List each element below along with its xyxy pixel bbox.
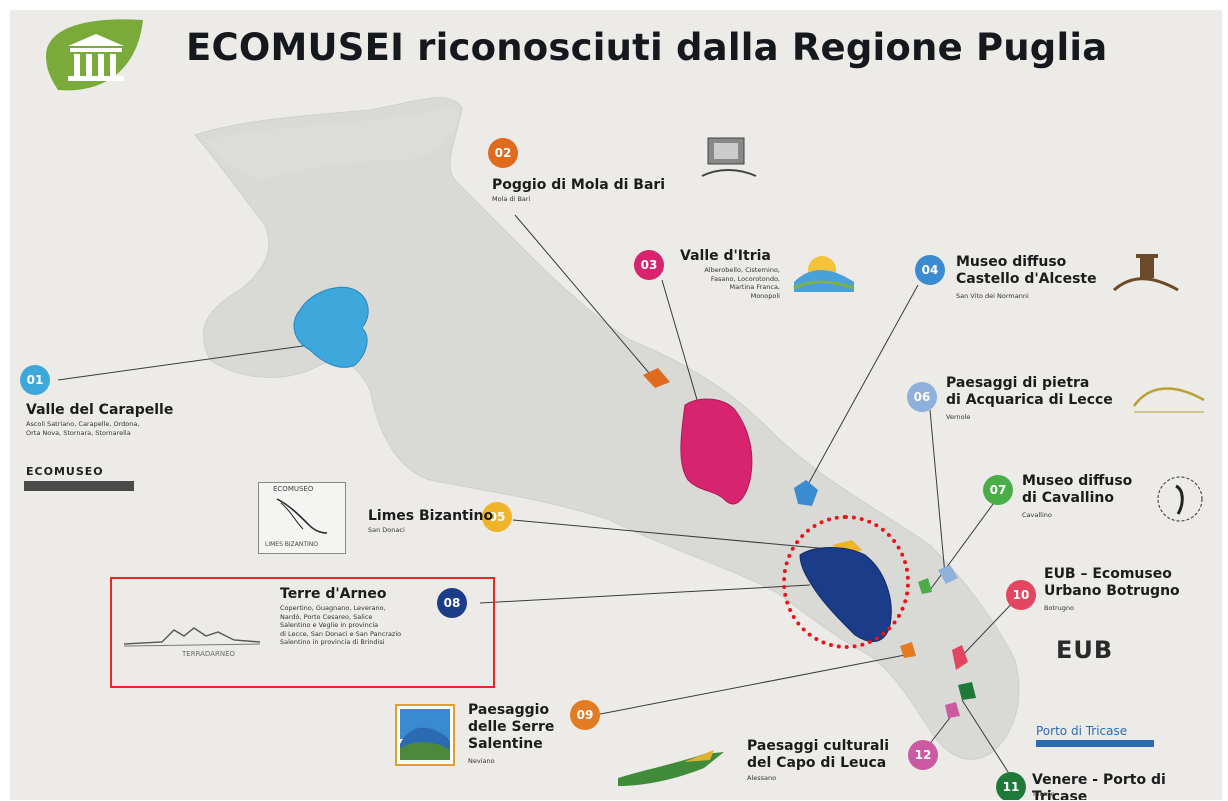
places-02: Mola di Bari: [492, 195, 531, 203]
badge-11: 11: [996, 772, 1026, 800]
logo-tricase-text: Porto di Tricase: [1036, 724, 1128, 738]
logo-tricase-bar: [1036, 740, 1154, 747]
connector-01: [57, 344, 311, 381]
name-12: Paesaggi culturali del Capo di Leuca: [747, 738, 889, 771]
area-12-leuca: [945, 702, 960, 718]
places-01: Ascoli Satriano, Carapelle, Ordona, Orta…: [26, 420, 140, 437]
connector-08: [479, 584, 811, 604]
name-08: Terre d'Arneo: [280, 586, 387, 602]
logo-mola-icon: [701, 137, 757, 177]
badge-07: 07: [983, 475, 1013, 505]
logo-limes: ECOMUSEO LIMES BIZANTINO: [258, 482, 346, 554]
logo-limes-top: ECOMUSEO: [273, 485, 314, 493]
logo-serre-icon: [395, 704, 455, 766]
gargano-shape: [205, 108, 460, 180]
area-04-alceste: [794, 480, 818, 506]
logo-arneo-text: TERRADARNEO: [182, 650, 236, 658]
badge-12: 12: [908, 740, 938, 770]
area-09-serre: [900, 642, 916, 658]
connector-09: [589, 654, 906, 717]
highlight-box-arneo: [110, 577, 495, 688]
places-10: Botrugno: [1044, 604, 1074, 612]
logo-itria-icon: [793, 256, 855, 292]
places-07: Cavallino: [1022, 511, 1052, 519]
badge-10: 10: [1006, 580, 1036, 610]
name-02: Poggio di Mola di Bari: [492, 177, 666, 193]
name-06: Paesaggi di pietra di Acquarica di Lecce: [946, 375, 1113, 408]
name-10: EUB – Ecomuseo Urbano Botrugno: [1044, 566, 1180, 599]
name-11: Venere - Porto di Tricase: [1032, 772, 1166, 800]
connector-lines: [57, 214, 1021, 776]
name-04: Museo diffuso Castello d'Alceste: [956, 254, 1097, 287]
name-05: Limes Bizantino: [368, 508, 494, 524]
logo-tricase: Porto di Tricase: [1036, 722, 1156, 752]
logo-leuca-icon: [618, 750, 724, 786]
area-06-acquarica: [938, 565, 958, 584]
name-09: Paesaggio delle Serre Salentine: [468, 702, 555, 752]
connector-11: [961, 699, 1011, 776]
area-07-cavallino: [918, 578, 932, 594]
area-03-itria: [680, 398, 753, 505]
poster-title: ECOMUSEI riconosciuti dalla Regione Pugl…: [186, 26, 1108, 69]
badge-01: 01: [20, 365, 50, 395]
places-05: San Donaci: [368, 526, 405, 534]
badge-04: 04: [915, 255, 945, 285]
places-03: Alberobello, Cisternino, Fasano, Locorot…: [704, 266, 780, 300]
connector-03: [661, 279, 701, 411]
connector-02: [514, 214, 656, 381]
area-01-carapelle: [293, 286, 369, 368]
name-01: Valle del Carapelle: [26, 402, 174, 418]
places-06: Vernole: [946, 413, 971, 421]
logo-carapelle-bar: [24, 481, 134, 491]
badge-03: 03: [634, 250, 664, 280]
connector-05: [512, 519, 841, 551]
name-03: Valle d'Itria: [680, 248, 771, 264]
museum-leaf-icon: [46, 19, 143, 91]
limes-map-icon: [276, 498, 328, 534]
badge-08: 08: [437, 588, 467, 618]
logo-alceste-icon: [1113, 254, 1179, 292]
logo-carapelle-text: ECOMUSEO: [26, 465, 104, 478]
badge-05: 05: [482, 502, 512, 532]
badge-09: 09: [570, 700, 600, 730]
logo-arneo: TERRADARNEO: [122, 622, 262, 662]
map-poster: ECOMUSEI riconosciuti dalla Regione Pugl…: [10, 10, 1222, 800]
places-09: Neviano: [468, 757, 495, 765]
name-07: Museo diffuso di Cavallino: [1022, 473, 1133, 506]
connector-04: [804, 284, 919, 491]
places-04: San Vito dei Normanni: [956, 292, 1029, 300]
area-02-mola: [643, 368, 670, 388]
logo-eub-text: EUB: [1056, 636, 1114, 664]
area-10-botrugno: [952, 645, 968, 670]
places-08: Copertino, Guagnano, Leverano, Nardò, Po…: [280, 604, 402, 646]
area-11-tricase: [958, 682, 976, 700]
connector-06: [929, 409, 946, 576]
badge-02: 02: [488, 138, 518, 168]
places-12: Alessano: [747, 774, 777, 782]
highlight-circle-arneo: [782, 515, 910, 649]
logo-cavallino-icon: [1157, 476, 1203, 522]
arneo-skyline-icon: [123, 627, 261, 647]
badge-06: 06: [907, 382, 937, 412]
logo-carapelle: ECOMUSEO: [24, 465, 136, 495]
logo-limes-bottom: LIMES BIZANTINO: [265, 541, 319, 548]
places-11: Tricase: [1032, 790, 1055, 798]
logo-acquarica-icon: [1132, 387, 1205, 413]
